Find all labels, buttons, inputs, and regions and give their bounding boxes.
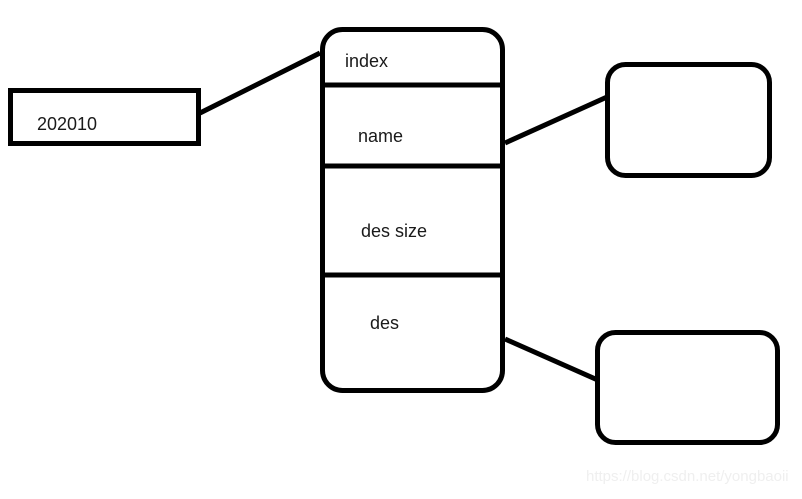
left-box	[8, 88, 201, 146]
record-box	[320, 27, 505, 393]
watermark-text: https://blog.csdn.net/yongbaoii	[586, 468, 789, 485]
record-field-label-des: des	[370, 313, 400, 333]
connector-left-to-index	[198, 50, 322, 116]
record-field-label-des-size: des size	[361, 221, 428, 241]
record-field-label-index: index	[345, 51, 389, 71]
connector-des-to-bottom-right	[503, 336, 602, 384]
connector-name-to-top-right	[503, 94, 609, 146]
top-right-box	[605, 62, 772, 178]
bottom-right-box	[595, 330, 780, 445]
record-field-label-name: name	[358, 126, 404, 146]
left-box-label: 202010	[37, 114, 98, 134]
